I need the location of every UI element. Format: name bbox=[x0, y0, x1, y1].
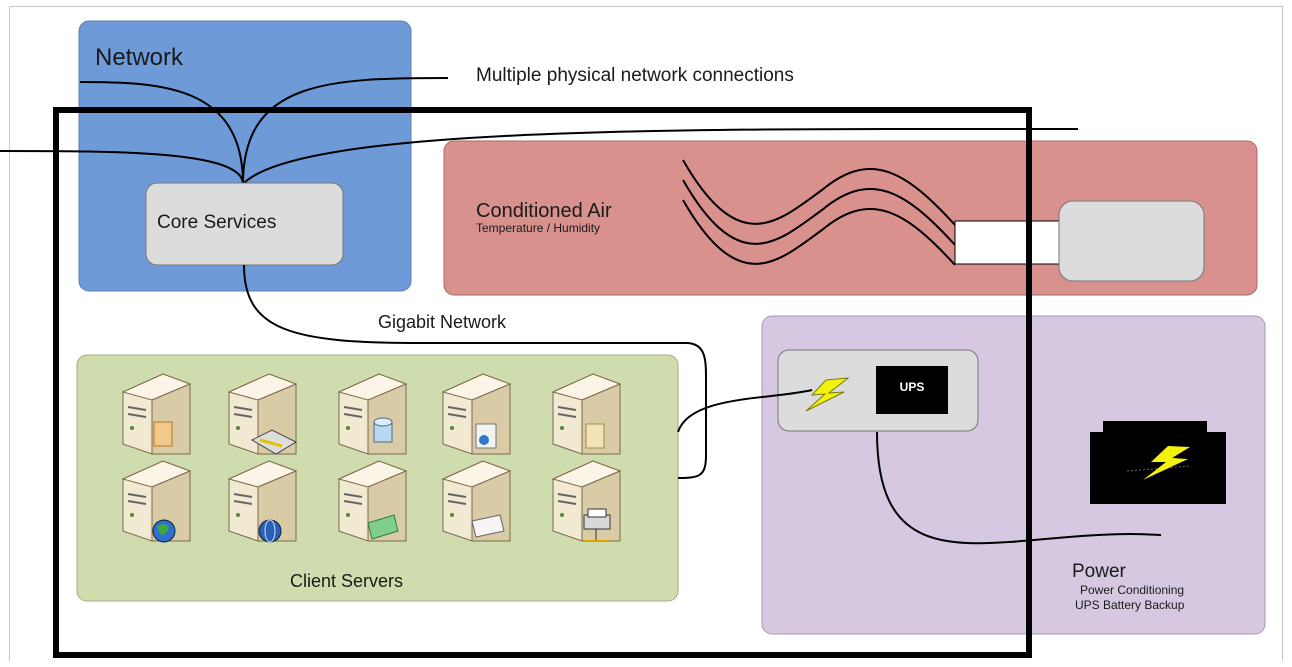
network-title: Network bbox=[95, 44, 184, 71]
air-flow-waves bbox=[682, 159, 956, 266]
power-conditioning-label: Power Conditioning bbox=[1080, 583, 1185, 597]
ups-battery-backup-label: UPS Battery Backup bbox=[1075, 598, 1185, 612]
ups-feed-line bbox=[677, 389, 813, 433]
connection-line bbox=[242, 77, 449, 185]
server-keyboard-icon bbox=[227, 373, 298, 455]
connection-line bbox=[0, 150, 244, 185]
power-title: Power bbox=[1072, 561, 1126, 582]
air-handler-unit bbox=[1058, 200, 1205, 282]
server-folder-icon bbox=[551, 373, 622, 455]
connection-line bbox=[79, 81, 244, 185]
connection-line bbox=[242, 127, 1079, 185]
server-database-icon bbox=[337, 373, 408, 455]
server-web-page-icon bbox=[441, 373, 512, 455]
server-money-icon bbox=[337, 460, 408, 542]
canvas-frame bbox=[9, 6, 1283, 661]
air-wave bbox=[682, 159, 956, 226]
server-mail-icon bbox=[441, 460, 512, 542]
server-printer-icon bbox=[551, 460, 622, 542]
air-wave bbox=[682, 179, 956, 246]
network-connections bbox=[0, 77, 1079, 185]
conditioned-air-subtitle: Temperature / Humidity bbox=[476, 221, 601, 235]
server-globe-icon bbox=[121, 460, 192, 543]
air-wave bbox=[682, 199, 956, 266]
ups-label: UPS bbox=[899, 380, 925, 394]
air-duct bbox=[954, 220, 1062, 265]
client-servers-title: Client Servers bbox=[290, 571, 404, 591]
server-web-globe-icon bbox=[227, 460, 298, 543]
server-document-icon bbox=[121, 373, 192, 455]
conditioned-air-title: Conditioned Air bbox=[476, 200, 612, 222]
gigabit-network-label: Gigabit Network bbox=[378, 312, 507, 332]
battery-icon bbox=[1090, 421, 1226, 504]
core-services-label: Core Services bbox=[157, 212, 277, 233]
connections-label: Multiple physical network connections bbox=[476, 65, 794, 86]
lightning-icon bbox=[805, 377, 850, 412]
facility-boundary bbox=[53, 107, 1032, 658]
gigabit-link bbox=[243, 264, 707, 479]
ups-unit bbox=[876, 366, 948, 414]
server-grid bbox=[121, 373, 622, 543]
battery-line bbox=[876, 431, 1162, 545]
